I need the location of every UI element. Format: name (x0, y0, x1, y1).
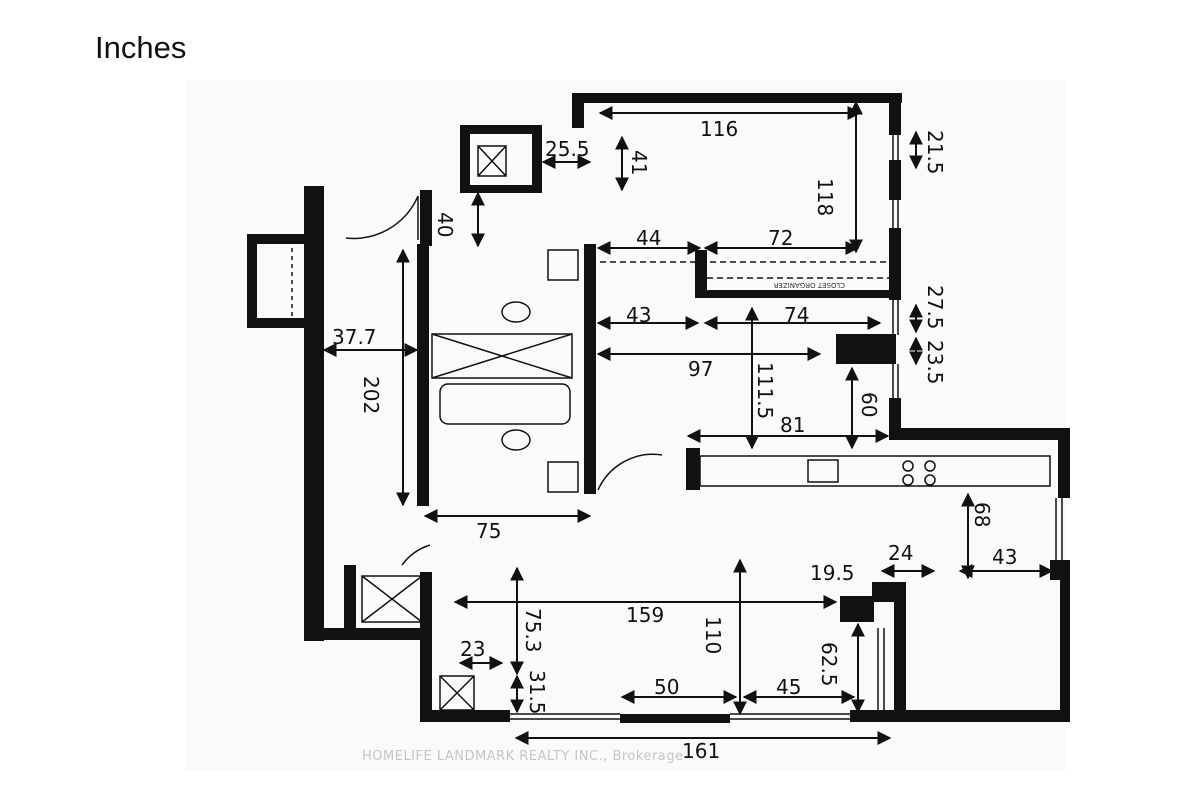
dim-27-5: 27.5 (923, 285, 947, 330)
page-title: Inches (95, 30, 187, 65)
dim-23: 23 (460, 637, 485, 661)
dim-24: 24 (888, 541, 913, 565)
dim-111-5: 111.5 (753, 362, 777, 419)
dim-43-bedroom: 43 (626, 303, 651, 327)
fixtures (291, 135, 1063, 720)
watermark: HOMELIFE LANDMARK REALTY INC., Brokerage (362, 749, 684, 764)
dim-23-5: 23.5 (923, 340, 947, 385)
dim-45: 45 (776, 675, 801, 699)
dim-62-5: 62.5 (817, 642, 841, 687)
dim-50: 50 (654, 675, 679, 699)
dim-75-3: 75.3 (521, 608, 545, 653)
dimension-labels: 116 118 21.5 25.5 41 40 44 72 27.5 43 74… (332, 117, 1017, 763)
walls (247, 93, 1070, 723)
dim-116: 116 (700, 117, 738, 141)
dim-21-5: 21.5 (923, 130, 947, 175)
dim-41: 41 (627, 150, 651, 175)
dim-60: 60 (857, 392, 881, 417)
dim-72: 72 (768, 226, 793, 250)
dim-97: 97 (688, 357, 713, 381)
dim-44: 44 (636, 226, 661, 250)
dim-81: 81 (780, 413, 805, 437)
dim-68: 68 (970, 502, 994, 527)
dim-74: 74 (784, 303, 809, 327)
dim-19-5: 19.5 (810, 561, 855, 585)
dim-40: 40 (433, 212, 457, 237)
closet-organizer-label: CLOSET ORGANIZER (773, 281, 845, 289)
dim-25-5: 25.5 (545, 137, 590, 161)
paper-background (185, 80, 1065, 770)
dim-37-7: 37.7 (332, 325, 377, 349)
dim-202: 202 (359, 376, 383, 414)
dim-118: 118 (813, 178, 837, 216)
dim-110: 110 (701, 616, 725, 654)
dim-31-5: 31.5 (525, 670, 549, 715)
dim-43-den: 43 (992, 545, 1017, 569)
dim-161: 161 (682, 739, 720, 763)
dimension-lines (322, 100, 1054, 745)
dim-159: 159 (626, 603, 664, 627)
dim-75: 75 (476, 519, 501, 543)
